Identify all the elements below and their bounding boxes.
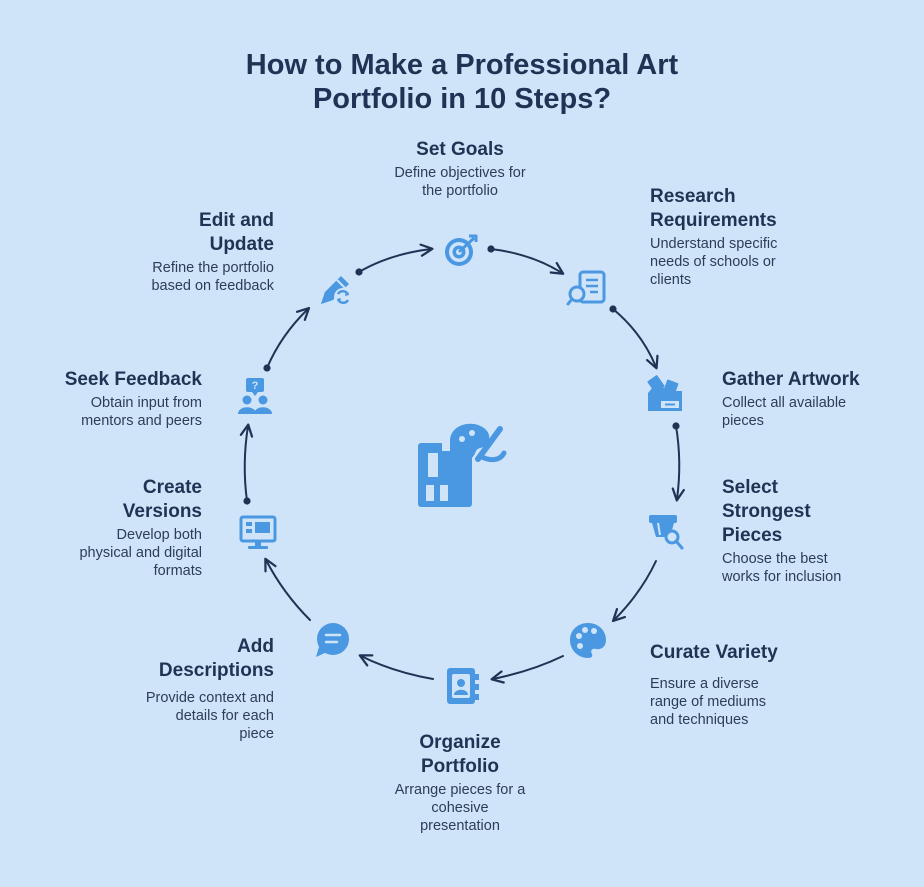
step-description: Collect all available pieces xyxy=(722,395,847,429)
step-description: Understand specific needs of schools or … xyxy=(650,236,778,288)
arrow-3 xyxy=(671,422,685,502)
step-title: Curate Variety xyxy=(650,642,778,663)
step-description: Choose the best works for inclusion xyxy=(722,551,842,585)
step-curate-variety: Curate Variety Ensure a diverse range of… xyxy=(650,641,850,729)
title-line-2: Portfolio in 10 Steps? xyxy=(312,83,612,115)
step-description: Develop both physical and digital format… xyxy=(79,527,202,579)
step-title: Organize Portfolio xyxy=(419,732,501,777)
pencil-refresh-icon xyxy=(321,276,352,306)
step-seek-feedback: Seek Feedback Obtain input from mentors … xyxy=(22,368,202,430)
step-research-requirements: Research Requirements Understand specifi… xyxy=(650,185,850,289)
arrow-7 xyxy=(264,557,311,621)
step-title: Set Goals xyxy=(416,139,504,160)
step-add-descriptions: Add Descriptions Provide context and det… xyxy=(94,635,274,743)
people-question-icon: ? xyxy=(238,378,272,414)
step-title: Research Requirements xyxy=(650,186,777,231)
step-title: Gather Artwork xyxy=(722,369,860,390)
svg-text:?: ? xyxy=(252,380,259,392)
step-description: Obtain input from mentors and peers xyxy=(81,395,202,429)
palette-icon xyxy=(570,623,606,658)
arrow-8 xyxy=(239,423,254,505)
cycle-arrows xyxy=(239,243,685,684)
address-book-icon xyxy=(447,668,479,704)
folder-icon xyxy=(647,375,682,411)
step-set-goals: Set Goals Define objectives for the port… xyxy=(380,138,540,200)
step-edit-and-update: Edit and Update Refine the portfolio bas… xyxy=(94,209,274,295)
title-line-1: How to Make a Professional Art xyxy=(245,49,679,81)
step-create-versions: Create Versions Develop both physical an… xyxy=(22,476,202,580)
step-organize-portfolio: Organize Portfolio Arrange pieces for a … xyxy=(370,731,550,835)
monitor-icon xyxy=(239,515,277,549)
step-title: Edit and Update xyxy=(199,210,274,255)
arrow-4 xyxy=(611,560,657,623)
step-title: Add Descriptions xyxy=(158,636,274,681)
brush-select-icon xyxy=(649,515,684,550)
step-select-strongest-pieces: Select Strongest Pieces Choose the best … xyxy=(722,476,912,586)
step-description: Refine the portfolio based on feedback xyxy=(151,260,274,294)
arrow-5 xyxy=(490,655,564,684)
page-title: How to Make a Professional Art Portfolio… xyxy=(0,48,924,116)
arrow-1 xyxy=(487,245,565,275)
step-description: Ensure a diverse range of mediums and te… xyxy=(650,676,767,728)
step-title: Create Versions xyxy=(122,477,202,522)
arrow-10 xyxy=(355,243,434,276)
step-description: Provide context and details for each pie… xyxy=(145,690,274,742)
step-gather-artwork: Gather Artwork Collect all available pie… xyxy=(722,368,912,430)
step-title: Seek Feedback xyxy=(64,369,202,390)
art-supplies-icon xyxy=(418,423,507,507)
step-title: Select Strongest Pieces xyxy=(722,477,811,546)
step-description: Arrange pieces for a cohesive presentati… xyxy=(394,782,526,834)
arrow-9 xyxy=(263,306,311,372)
document-search-icon xyxy=(566,270,606,306)
arrow-6 xyxy=(358,654,434,680)
chat-bubble-icon xyxy=(316,623,349,657)
target-icon xyxy=(445,234,478,266)
arrow-2 xyxy=(609,305,659,370)
step-description: Define objectives for the portfolio xyxy=(394,165,526,199)
